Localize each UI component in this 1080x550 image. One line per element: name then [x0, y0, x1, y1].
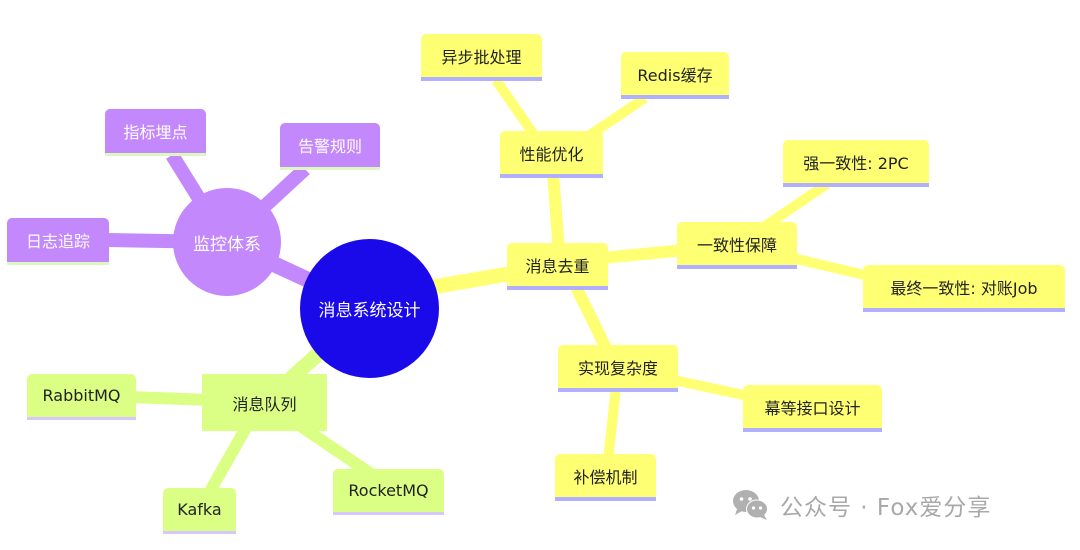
- node-kafka-label: Kafka: [177, 500, 222, 519]
- node-rabbitmq[interactable]: RabbitMQ: [27, 374, 136, 420]
- node-consistency-label: 一致性保障: [696, 235, 777, 255]
- node-rabbitmq-label: RabbitMQ: [42, 386, 121, 405]
- node-redis-cache[interactable]: Redis缓存: [621, 52, 729, 99]
- node-consistency[interactable]: 一致性保障: [677, 222, 797, 269]
- node-performance-label: 性能优化: [519, 144, 584, 164]
- node-async-batch-label: 异步批处理: [441, 47, 522, 67]
- node-redis-cache-label: Redis缓存: [637, 65, 713, 85]
- node-compensation[interactable]: 补偿机制: [555, 454, 656, 501]
- node-monitoring-label: 监控体系: [193, 234, 261, 255]
- node-async-batch[interactable]: 异步批处理: [421, 34, 542, 81]
- node-logs-label: 日志追踪: [25, 232, 90, 251]
- node-queue-label: 消息队列: [232, 394, 297, 414]
- node-alerts-label: 告警规则: [297, 137, 362, 156]
- root-node[interactable]: 消息系统设计: [300, 239, 439, 378]
- node-strong-consistency-label: 强一致性: 2PC: [803, 153, 909, 173]
- node-performance[interactable]: 性能优化: [500, 131, 603, 178]
- node-dedup[interactable]: 消息去重: [507, 243, 608, 290]
- node-logs[interactable]: 日志追踪: [7, 218, 109, 265]
- node-compensation-label: 补偿机制: [573, 467, 638, 487]
- node-alerts[interactable]: 告警规则: [280, 123, 380, 170]
- node-metrics-label: 指标埋点: [123, 123, 188, 142]
- node-idempotent-api[interactable]: 幕等接口设计: [743, 385, 882, 432]
- node-metrics[interactable]: 指标埋点: [105, 109, 206, 156]
- node-monitoring[interactable]: 监控体系: [173, 188, 281, 296]
- node-dedup-label: 消息去重: [525, 256, 590, 276]
- watermark: 公众号 · Fox爱分享: [732, 488, 991, 522]
- root-label: 消息系统设计: [318, 301, 421, 321]
- node-kafka[interactable]: Kafka: [163, 488, 236, 534]
- node-strong-consistency[interactable]: 强一致性: 2PC: [783, 140, 929, 187]
- node-eventual-consistency-label: 最终一致性: 对账Job: [890, 278, 1038, 298]
- node-rocketmq[interactable]: RocketMQ: [333, 469, 444, 515]
- node-idempotent-api-label: 幕等接口设计: [764, 398, 861, 418]
- wechat-icon: [732, 488, 770, 522]
- node-rocketmq-label: RocketMQ: [348, 481, 429, 500]
- node-eventual-consistency[interactable]: 最终一致性: 对账Job: [863, 265, 1065, 312]
- watermark-text: 公众号 · Fox爱分享: [780, 495, 992, 521]
- node-complexity-label: 实现复杂度: [577, 358, 658, 378]
- node-complexity[interactable]: 实现复杂度: [558, 345, 678, 392]
- node-queue[interactable]: 消息队列: [202, 374, 327, 431]
